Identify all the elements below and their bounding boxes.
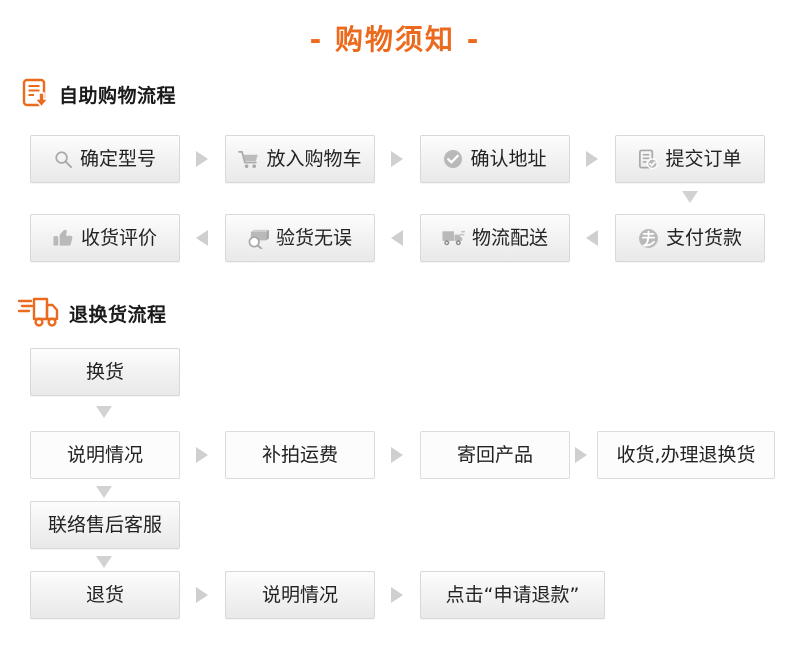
flow-step-add-to-cart[interactable]: 放入购物车 [225, 135, 375, 183]
arrow-right-icon [196, 587, 208, 603]
search-icon [54, 150, 73, 169]
flow-step-confirm-address[interactable]: 确认地址 [420, 135, 570, 183]
flow-step-label: 确认地址 [470, 147, 547, 170]
return-step-explain-situation-2[interactable]: 说明情况 [225, 571, 375, 619]
arrow-right-icon [391, 447, 403, 463]
check-circle-icon [443, 149, 463, 169]
flow-step-label: 放入购物车 [266, 147, 362, 170]
flow-step-label: 确定型号 [79, 147, 156, 170]
section-heading-shopping-flow: 自助购物流程 [22, 78, 176, 110]
flow-step-label: 退货 [85, 583, 124, 606]
inspect-package-icon [248, 228, 269, 249]
flow-step-label: 支付货款 [665, 226, 742, 249]
flow-step-receive-review[interactable]: 收货评价 [30, 214, 180, 262]
thumbs-up-icon [53, 228, 74, 248]
flow-step-label: 说明情况 [66, 443, 143, 466]
flow-step-label: 收货,办理退换货 [616, 443, 756, 466]
return-step-extra-shipping-fee[interactable]: 补拍运费 [225, 431, 375, 479]
arrow-left-icon [391, 230, 403, 246]
arrow-right-icon [586, 151, 598, 167]
flow-step-label: 物流配送 [471, 226, 548, 249]
return-step-send-back-product[interactable]: 寄回产品 [420, 431, 570, 479]
flow-step-label: 提交订单 [665, 147, 742, 170]
flow-step-label: 验货无误 [275, 226, 352, 249]
arrow-right-icon [196, 447, 208, 463]
fast-truck-icon [18, 296, 62, 330]
section-heading-label: 自助购物流程 [59, 84, 177, 107]
return-step-click-apply-refund[interactable]: 点击“申请退款” [420, 571, 605, 619]
flow-step-label: 换货 [85, 360, 124, 383]
flow-step-label: 寄回产品 [456, 443, 533, 466]
title-dash-right: - [466, 23, 481, 56]
flow-step-label: 联络售后客服 [47, 513, 162, 536]
clipboard-download-icon [22, 78, 52, 110]
flow-step-pay[interactable]: 支付货款 [615, 214, 765, 262]
return-step-exchange[interactable]: 换货 [30, 348, 180, 396]
flow-step-label: 点击“申请退款” [445, 583, 580, 606]
arrow-down-icon [96, 556, 112, 568]
arrow-right-icon [391, 151, 403, 167]
page-title: - 购物须知 - [0, 18, 790, 58]
arrow-right-icon [196, 151, 208, 167]
flow-step-logistics[interactable]: 物流配送 [420, 214, 570, 262]
flow-step-confirm-model[interactable]: 确定型号 [30, 135, 180, 183]
flow-step-inspect-ok[interactable]: 验货无误 [225, 214, 375, 262]
arrow-down-icon [682, 191, 698, 203]
flow-step-label: 收货评价 [80, 226, 157, 249]
arrow-left-icon [586, 230, 598, 246]
title-dash-left: - [309, 23, 324, 56]
arrow-right-icon [575, 447, 587, 463]
shopping-cart-icon [238, 150, 259, 169]
flow-step-submit-order[interactable]: 提交订单 [615, 135, 765, 183]
arrow-down-icon [96, 486, 112, 498]
delivery-truck-icon [442, 229, 465, 247]
section-heading-label: 退换货流程 [69, 303, 167, 326]
title-text: 购物须知 [334, 23, 455, 56]
alipay-circle-icon [638, 228, 659, 249]
arrow-right-icon [391, 587, 403, 603]
arrow-down-icon [96, 406, 112, 418]
flow-step-label: 说明情况 [261, 583, 338, 606]
return-step-receive-and-process[interactable]: 收货,办理退换货 [597, 431, 775, 479]
return-step-contact-support[interactable]: 联络售后客服 [30, 501, 180, 549]
arrow-left-icon [196, 230, 208, 246]
flow-step-label: 补拍运费 [261, 443, 338, 466]
document-check-icon [638, 149, 659, 170]
section-heading-return-exchange-flow: 退换货流程 [18, 296, 167, 330]
return-step-return-goods[interactable]: 退货 [30, 571, 180, 619]
return-step-explain-situation[interactable]: 说明情况 [30, 431, 180, 479]
